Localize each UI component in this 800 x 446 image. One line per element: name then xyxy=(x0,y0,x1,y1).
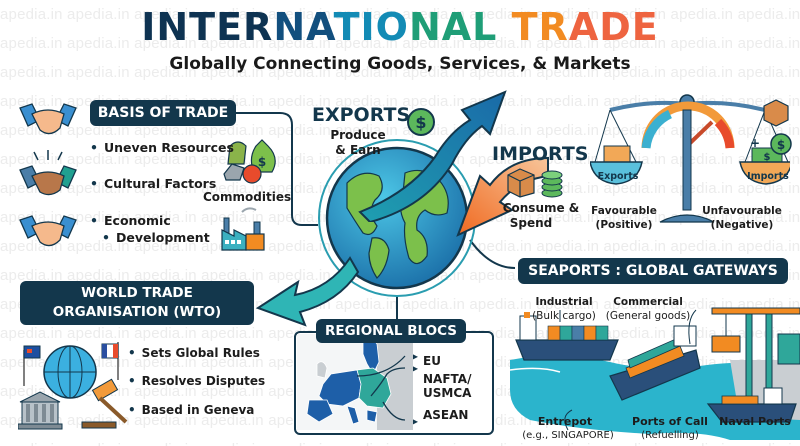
general-goods-label: (General goods) xyxy=(605,310,691,322)
scale-pan-imports: Imports xyxy=(747,171,789,182)
imports-line2: Spend xyxy=(509,216,553,230)
bloc-nafta: NAFTA/ xyxy=(423,372,472,386)
coin-stack-icon xyxy=(541,170,563,198)
seaports-heading: SEAPORTS : GLOBAL GATEWAYS xyxy=(518,258,788,284)
wto-heading: WORLD TRADE ORGANISATION (WTO) xyxy=(20,281,254,325)
wto-item-sets-global-rules: Sets Global Rules xyxy=(128,346,260,360)
page-subtitle: Globally Connecting Goods, Services, & M… xyxy=(169,54,631,74)
export-arrow-icon xyxy=(358,90,507,222)
ports-of-call-label: Ports of Call xyxy=(632,415,708,428)
entrepot-label: Entrepot xyxy=(537,415,593,428)
bloc-usmca: USMCA xyxy=(423,386,472,400)
exports-line2: & Earn xyxy=(335,143,381,157)
basis-item-economic: Economic xyxy=(90,213,171,228)
industrial-label: Industrial xyxy=(535,296,593,308)
negative-label: (Negative) xyxy=(710,219,774,231)
wto-arrow-icon xyxy=(255,256,360,327)
balance-scale-icon: $ xyxy=(590,94,790,223)
basis-item-development: Development xyxy=(102,230,210,245)
seaport-illustration-icon xyxy=(509,307,800,440)
basis-of-trade-heading: BASIS OF TRADE xyxy=(90,100,236,126)
bulk-cargo-label: (Bulk cargo) xyxy=(532,310,596,322)
page-title: INTERNATIONAL TRADE xyxy=(0,4,800,50)
title-part: TR xyxy=(497,5,569,49)
arrow-head-asean: ▸ xyxy=(412,414,419,428)
title-part: NA xyxy=(273,5,334,49)
svg-text:$: $ xyxy=(258,155,266,169)
singapore-label: (e.g., SINGAPORE) xyxy=(522,430,614,441)
bloc-eu: EU xyxy=(423,354,441,368)
imports-heading: IMPORTS xyxy=(492,143,589,165)
svg-text:$: $ xyxy=(415,113,426,132)
commodities-label: Commodities xyxy=(203,190,292,204)
commercial-label: Commercial xyxy=(613,296,683,308)
dollar-coin-icon: $ xyxy=(407,108,435,136)
naval-ports-label: Naval Ports xyxy=(719,415,791,428)
wto-item-based-in-geneva: Based in Geneva xyxy=(128,403,255,417)
scale-pan-exports: Exports xyxy=(597,171,639,182)
arrow-head-nafta: ▸ xyxy=(412,361,419,375)
plus-sign: + xyxy=(750,136,761,150)
positive-label: (Positive) xyxy=(595,219,653,231)
basis-item-cultural-factors: Cultural Factors xyxy=(90,176,216,191)
handshake-icon xyxy=(19,215,77,247)
arrow-head-eu: ▸ xyxy=(412,349,419,363)
exports-line1: Produce xyxy=(330,128,386,142)
exports-heading: EXPORTS xyxy=(312,104,411,126)
title-part: ADE xyxy=(568,5,659,49)
title-part: NAL xyxy=(408,5,498,49)
basis-item-uneven-resources: Uneven Resources xyxy=(90,140,234,155)
handshake-icon xyxy=(19,150,77,196)
wto-heading-line1: WORLD TRADE xyxy=(81,285,193,301)
wto-heading-line2: ORGANISATION (WTO) xyxy=(52,304,222,320)
regional-blocs-heading: REGIONAL BLOCS xyxy=(316,319,466,343)
title-part: INTER xyxy=(141,5,274,49)
wto-globe-icon xyxy=(18,342,128,430)
europe-map-icon xyxy=(297,334,413,430)
title-part: TIO xyxy=(333,5,409,49)
bloc-asean: ASEAN xyxy=(423,408,469,422)
favourable-label: Favourable xyxy=(591,205,657,217)
unfavourable-label: Unfavourable xyxy=(702,205,782,217)
svg-text:$: $ xyxy=(777,138,785,152)
wto-item-resolves-disputes: Resolves Disputes xyxy=(128,374,266,388)
refuelling-label: (Refuelling) xyxy=(641,430,699,441)
handshake-icon xyxy=(19,103,77,135)
imports-line1: Consume & xyxy=(502,201,580,215)
box-icon xyxy=(507,168,563,198)
factory-icon xyxy=(221,207,265,251)
svg-text:$: $ xyxy=(764,152,771,163)
box-and-coin-icon: $ xyxy=(763,99,792,155)
